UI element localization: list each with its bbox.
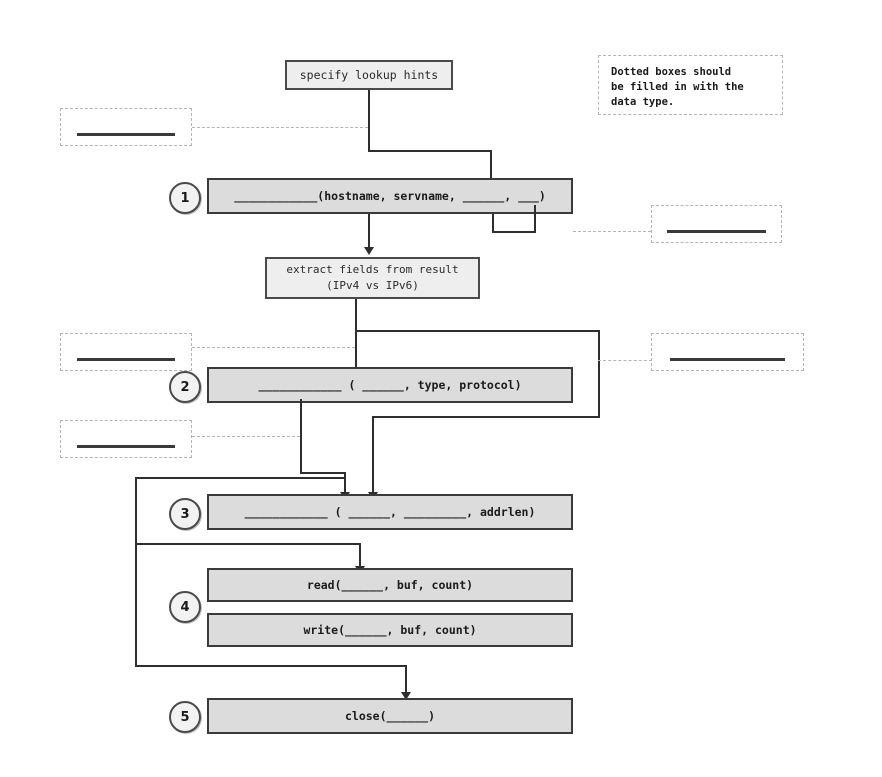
connector-top-vertical (368, 90, 370, 152)
placeholder-box-left-2[interactable] (60, 333, 192, 371)
extract-fields-line1: extract fields from result (286, 263, 459, 277)
connector-to-read (359, 543, 361, 571)
note-box: Dotted boxes should be filled in with th… (598, 55, 783, 115)
step-number-2: 2 (169, 371, 201, 403)
connector-step2-to-step3 (344, 472, 346, 498)
connector-into-step1 (490, 150, 492, 190)
connector-step1-left (492, 231, 536, 233)
connector-step1-to-mid (368, 214, 370, 250)
connector-to-step3-b (372, 416, 374, 498)
spine-branch-step5 (135, 665, 407, 667)
leader-left-1 (192, 127, 368, 128)
extract-fields-box: extract fields from result (IPv4 vs IPv6… (265, 257, 480, 299)
placeholder-rule (667, 230, 766, 233)
spine-branch-step4 (135, 543, 361, 545)
connector-step2-jog (300, 472, 346, 474)
connector-mid-vertical (355, 299, 357, 374)
connector-step1-up (492, 214, 494, 232)
placeholder-rule (76, 445, 176, 448)
leader-left-3 (192, 436, 300, 437)
leader-left-2 (192, 347, 355, 348)
step-box-3[interactable]: ____________ ( ______, _________, addrle… (207, 494, 573, 530)
step-box-2[interactable]: ____________ ( ______, type, protocol) (207, 367, 573, 403)
placeholder-rule (670, 358, 785, 361)
placeholder-box-left-3[interactable] (60, 420, 192, 458)
extract-fields-line2: (IPv4 vs IPv6) (326, 279, 419, 292)
spine-top-branch (135, 477, 346, 479)
connector-step2-down (300, 399, 302, 474)
step-box-4-read[interactable]: read(______, buf, count) (207, 568, 573, 602)
step-box-1[interactable]: ____________(hostname, servname, ______,… (207, 178, 573, 214)
connector-right-spine (598, 330, 600, 418)
connector-to-close (405, 665, 407, 697)
placeholder-box-right-2[interactable] (651, 333, 804, 371)
step-number-1: 1 (169, 182, 201, 214)
step-number-4: 4 (169, 591, 201, 623)
step-number-3: 3 (169, 498, 201, 530)
placeholder-box-left-1[interactable] (60, 108, 192, 146)
connector-top-horizontal (368, 150, 492, 152)
specify-lookup-hints-box: specify lookup hints (285, 60, 453, 90)
arrowhead-mid-box (364, 247, 374, 255)
placeholder-rule (76, 133, 176, 136)
spine-vertical (135, 477, 137, 667)
connector-mid-branch-right (355, 330, 600, 332)
step-box-4-write[interactable]: write(______, buf, count) (207, 613, 573, 647)
connector-step1-down (534, 205, 536, 233)
step-number-5: 5 (169, 701, 201, 733)
step-box-5[interactable]: close(______) (207, 698, 573, 734)
leader-right-2 (598, 360, 652, 361)
connector-right-return (372, 416, 600, 418)
arrowhead-close (401, 692, 411, 700)
placeholder-box-right-1[interactable] (651, 205, 782, 243)
leader-right-1 (573, 231, 651, 232)
placeholder-rule (76, 358, 176, 361)
